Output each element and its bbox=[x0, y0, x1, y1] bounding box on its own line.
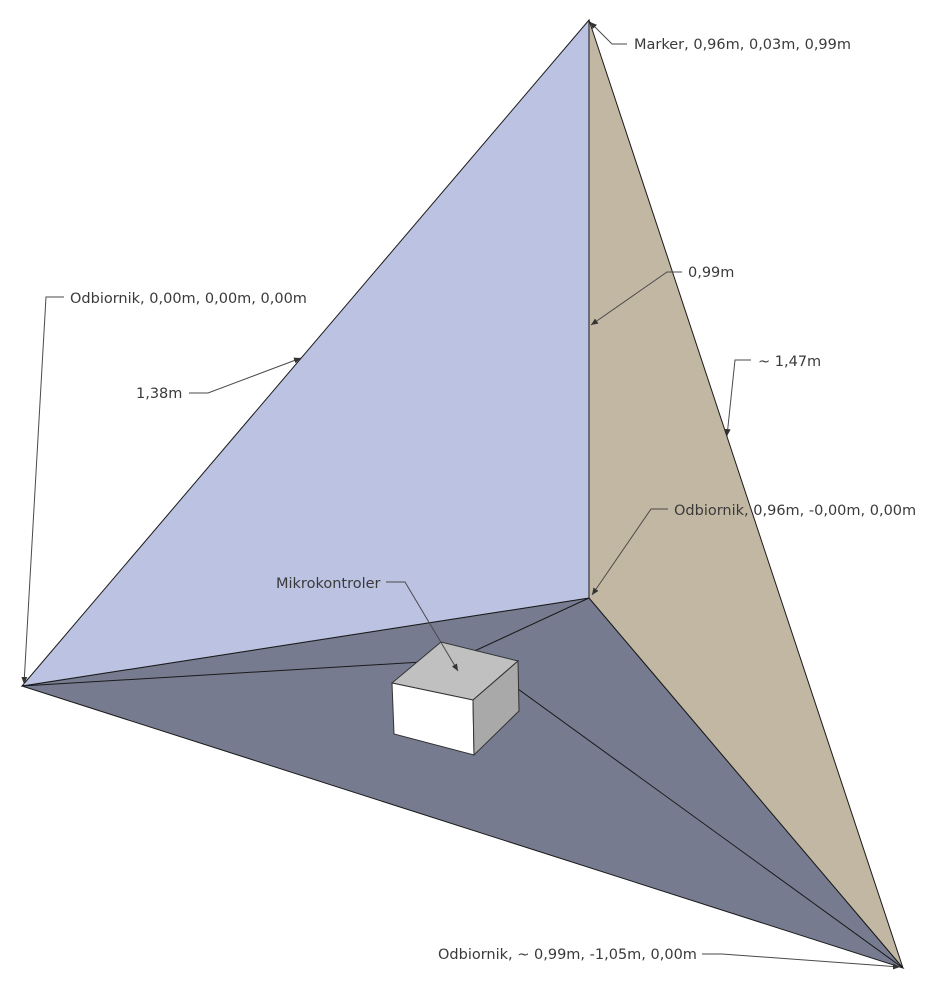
box-side bbox=[472, 659, 520, 757]
receiver-x-leader bbox=[591, 508, 668, 596]
microcontroller-box bbox=[390, 641, 520, 757]
receiver-y-leader bbox=[702, 953, 901, 970]
dim-height-leader bbox=[590, 271, 682, 326]
receiver-origin-label: Odbiornik, 0,00m, 0,00m, 0,00m bbox=[70, 291, 307, 307]
line-receiver-y-to-microcontroller bbox=[499, 675, 904, 969]
line-origin-to-microcontroller bbox=[21, 659, 456, 687]
dim-height-label: 0,99m bbox=[688, 265, 734, 281]
dim-marker-y-label: ~ 1,47m bbox=[758, 354, 821, 370]
right-face bbox=[588, 19, 904, 969]
microcontroller-label: Mikrokontroler bbox=[276, 576, 381, 592]
line-receiver-x-to-microcontroller bbox=[454, 597, 590, 661]
dim-origin-marker-label: 1,38m bbox=[136, 386, 182, 402]
microcontroller-leader bbox=[386, 581, 459, 672]
marker-label: Marker, 0,96m, 0,03m, 0,99m bbox=[634, 37, 851, 53]
receiver-x-label: Odbiornik, 0,96m, -0,00m, 0,00m bbox=[674, 503, 916, 519]
marker-leader bbox=[589, 21, 627, 45]
receiver-origin-leader bbox=[21, 296, 64, 685]
dim-marker-y-leader bbox=[724, 359, 751, 437]
receiver-y-label: Odbiornik, ~ 0,99m, -1,05m, 0,00m bbox=[438, 947, 697, 963]
dim-origin-marker-leader bbox=[189, 357, 302, 394]
